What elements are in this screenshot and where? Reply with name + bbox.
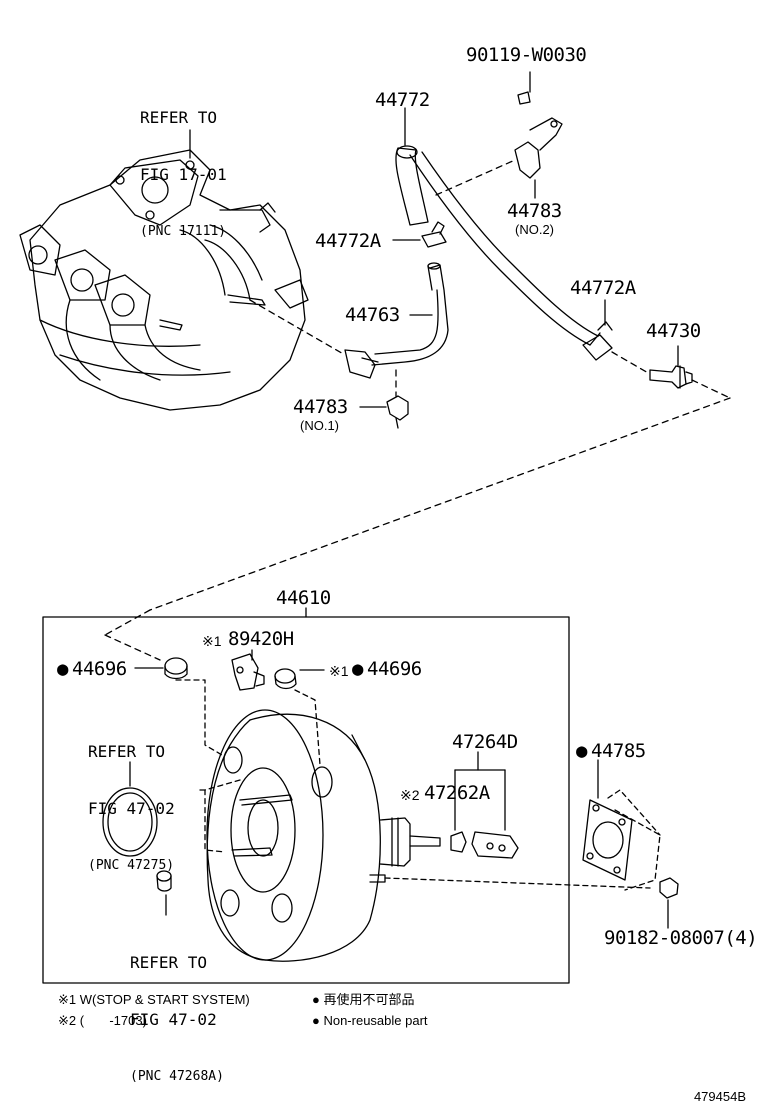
part-label-89420h[interactable]: 89420H [228,628,294,650]
ref-line: REFER TO [140,108,218,127]
leader-47264d [454,751,506,831]
bullet-mark: ● [352,658,363,680]
sensor-89420h [231,653,265,691]
hose-44763 [344,262,449,379]
part-label-47262a[interactable]: 47262A [424,782,490,804]
grommet-44696-right [274,668,297,690]
grommet-44696-left [164,657,188,680]
note-non-reusable-jp: ● 再使用不可部品 [312,992,415,1007]
part-label-90119-w0030[interactable]: 90119-W0030 [466,44,587,66]
ref1-mark: ※1 [329,663,349,679]
hose-44772 [395,145,601,346]
brake-booster-illustration [206,709,441,962]
note-ref1: ※1 W(STOP & START SYSTEM) [58,992,250,1007]
o-ring-47275 [102,787,158,857]
clamp-44783-no2 [514,91,563,179]
ref-fig-47-02-pnc-47275[interactable]: REFER TO FIG 47-02 (PNC 47275) [88,704,175,894]
note-ref2: ※2 ( -1703) [58,1013,147,1028]
ref-line: REFER TO [130,953,208,972]
part-label-44785[interactable]: 44785 [591,740,646,762]
ref-line: FIG 47-02 [88,799,175,818]
qualifier-no1: (NO.1) [300,418,339,433]
ref2-mark: ※2 [400,787,420,803]
clamp-44772a-top [421,221,447,248]
part-47268a [156,870,172,892]
ref-fig-17-01[interactable]: REFER TO FIG 17-01 (PNC 17111) [140,70,227,260]
part-label-44783-no1[interactable]: 44783 [293,396,348,418]
part-label-44772a-right[interactable]: 44772A [570,277,636,299]
ref1-mark: ※1 [202,633,222,649]
clamp-44772a-right [582,321,613,361]
clamp-44783-no1 [386,395,409,429]
ref-line: FIG 47-02 [130,1010,217,1029]
qualifier-no2: (NO.2) [515,222,554,237]
intake-manifold-illustration [19,149,309,411]
part-label-44772a-top[interactable]: 44772A [315,230,381,252]
part-label-44696-right[interactable]: 44696 [367,658,422,680]
nut-90182 [659,877,679,899]
box-dashes [175,679,661,891]
figure-id: 479454B [693,1089,746,1104]
part-label-44772[interactable]: 44772 [375,89,430,111]
nut-47262a [450,831,467,853]
ref-line: FIG 17-01 [140,165,227,184]
part-label-90182-08007[interactable]: 90182-08007(4) [604,927,758,949]
bullet-mark: ● [576,740,587,762]
ref-pnc: (PNC 17111) [140,224,227,239]
bracket-47264d [471,831,519,859]
part-label-47264d[interactable]: 47264D [452,731,518,753]
part-label-44730[interactable]: 44730 [646,320,701,342]
part-label-44610[interactable]: 44610 [276,587,331,609]
check-valve-44730 [649,365,693,389]
ref-fig-47-02-pnc-47268a[interactable]: REFER TO FIG 47-02 (PNC 47268A) [130,915,224,1105]
ref-pnc: (PNC 47268A) [130,1069,224,1084]
part-label-44783-no2[interactable]: 44783 [507,200,562,222]
part-label-44696-left[interactable]: 44696 [72,658,127,680]
bullet-mark: ● [57,658,68,680]
ref-line: REFER TO [88,742,166,761]
connection-dashes [104,159,731,661]
note-non-reusable-en: ● Non-reusable part [312,1013,428,1028]
ref-pnc: (PNC 47275) [88,858,175,873]
gasket-44785 [582,799,633,881]
part-label-44763[interactable]: 44763 [345,304,400,326]
